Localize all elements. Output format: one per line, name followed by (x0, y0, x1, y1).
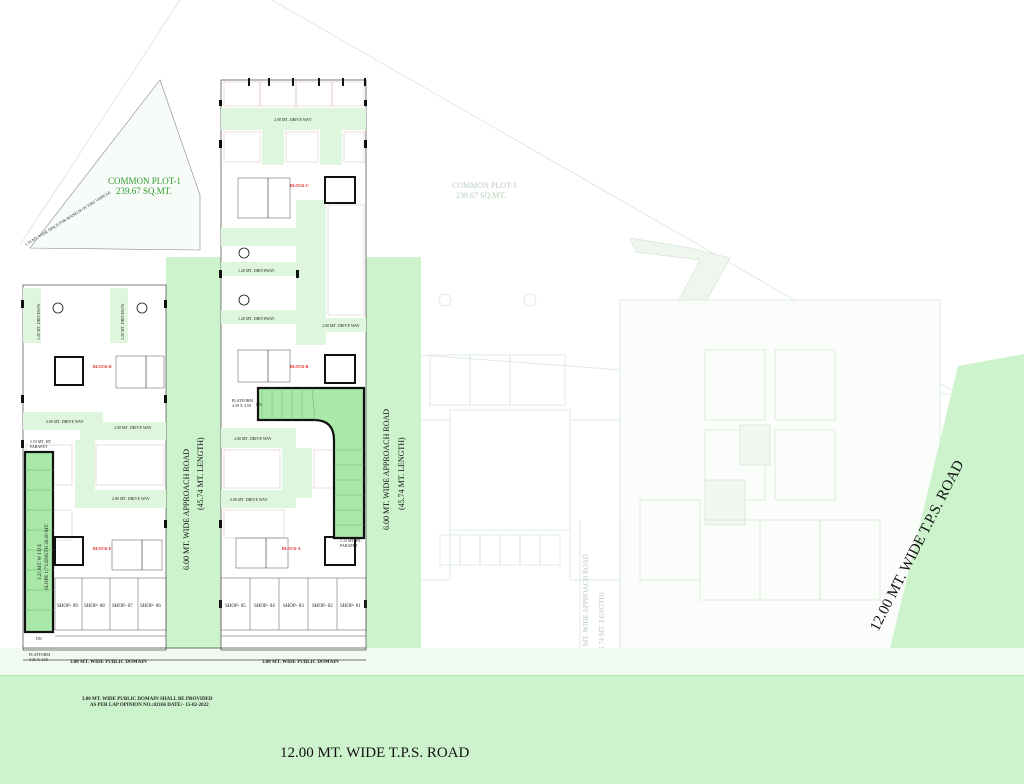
parapet-label: 1.53 MT. HT. (30, 439, 52, 444)
down-marker: DN (36, 636, 42, 641)
driveway-label: 1.20 MT. DRIVEWAY (238, 316, 275, 321)
approach-road-right (366, 257, 421, 675)
drive-way-label: 2.00 MT. DRIVE WAY (114, 425, 152, 430)
shop-row (54, 577, 367, 637)
shop-label: SHOP- 07 (112, 604, 133, 609)
shop-label: SHOP- 09 (57, 604, 78, 609)
block-a-label: BLOCK-A (282, 546, 301, 551)
drive-bands (23, 108, 366, 508)
curved-ramp (256, 386, 366, 540)
tps-road-bottom (0, 675, 1024, 784)
faint-approach-road-line1: 6.00 MT. WIDE APPROACH ROAD (582, 554, 590, 660)
block-b-label: BLOCK-B (290, 364, 309, 369)
public-domain-note-line1: 3.00 MT. WIDE PUBLIC DOMAIN SHALL BE PRO… (82, 697, 213, 702)
ramp-slope-label: SLOPE 1:7 LENGTH 26.00 MT. (45, 524, 50, 590)
left-approach-road-line2: (45.74 MT. LENGTH) (196, 437, 205, 510)
faint-labels: COMMON PLOT-1 239.67 SQ.MT. 6.00 MT. WID… (452, 181, 606, 660)
approach-road-left (166, 257, 221, 675)
left-approach-road-line1: 6.00 MT. WIDE APPROACH ROAD (182, 449, 191, 570)
faint-common-plot-area: 239.67 SQ.MT. (456, 191, 506, 200)
platform-size: 3.25 X 4.50 (29, 657, 48, 662)
block-c-label: BLOCK-C (290, 183, 309, 188)
shop-label: SHOP- 06 (140, 604, 161, 609)
block-e-label: BLOCK-E (93, 546, 112, 551)
down-marker: DN (256, 402, 262, 407)
drive-way-label: 2.00 MT. DRIVE WAY (322, 323, 360, 328)
shop-label: SHOP- 08 (84, 604, 105, 609)
shop-label: SHOP- 02 (312, 604, 333, 609)
roads-layer (0, 257, 1024, 784)
common-plot-area (29, 79, 201, 251)
stair-cores (111, 177, 291, 571)
right-approach-road-line2: (45.74 MT. LENGTH) (397, 437, 406, 510)
drive-way-label: 2.00 MT. DRIVE WAY (230, 497, 268, 502)
parapet-label: 1.15 MT. HT. (340, 538, 362, 543)
public-domain-right: 3.00 MT. WIDE PUBLIC DOMAIN (262, 660, 339, 665)
scooter-parking-icon (238, 294, 250, 306)
parking-icons (52, 247, 250, 314)
shop-label: SHOP- 05 (225, 604, 246, 609)
common-plot-area-value: 239.67 SQ.MT. (116, 186, 172, 196)
scooter-parking-icon (136, 302, 148, 314)
drive-way-label: 2.00 MT. DRIVE WAY (274, 117, 312, 122)
platform-label: PLATFORM (29, 652, 50, 657)
shop-label: SHOP- 04 (254, 604, 275, 609)
shop-label: SHOP- 01 (340, 604, 361, 609)
driveway-label: 1.20 MT. DRIVEWAY (120, 303, 125, 340)
driveway-label: 1.20 MT. DRIVEWAY (36, 303, 41, 340)
parapet-label: PARAPET (340, 543, 358, 548)
platform-label: PLATFORM (232, 398, 253, 403)
public-domain-note-line2: AS PER LAP OPINION NO.:02166 DATE:- 15-0… (90, 703, 209, 708)
driveway-label: 1.20 MT. DRIVEWAY (238, 268, 275, 273)
faint-plan-layer (19, 0, 961, 666)
right-approach-road-line1: 6.00 MT. WIDE APPROACH ROAD (382, 409, 391, 530)
parapet-label: PARAPET (30, 444, 48, 449)
platform-size: 4.50 X 3.50 (232, 403, 251, 408)
faint-common-plot-title: COMMON PLOT-1 (452, 181, 517, 190)
block-d-label: BLOCK-D (93, 364, 112, 369)
bottom-road-label: 12.00 MT. WIDE T.P.S. ROAD (280, 745, 469, 761)
faint-approach-road-line2: (45.74 MT. LENGTH) (598, 592, 606, 656)
straight-ramp (23, 450, 55, 634)
drive-way-label: 2.00 MT. DRIVE WAY (234, 436, 272, 441)
scooter-parking-icon (238, 247, 250, 259)
drive-way-label: 2.00 MT. DRIVE WAY (112, 496, 150, 501)
shop-label: SHOP- 03 (283, 604, 304, 609)
tps-road-right (862, 354, 1024, 784)
drive-way-label: 2.00 MT. DRIVE WAY (46, 419, 84, 424)
scooter-parking-icon (52, 302, 64, 314)
ramp-width-label: 3.25 MT. W I D E (38, 544, 43, 580)
common-plot-title: COMMON PLOT-1 (108, 176, 181, 186)
public-domain-left: 3.00 MT. WIDE PUBLIC DOMAIN (70, 660, 147, 665)
